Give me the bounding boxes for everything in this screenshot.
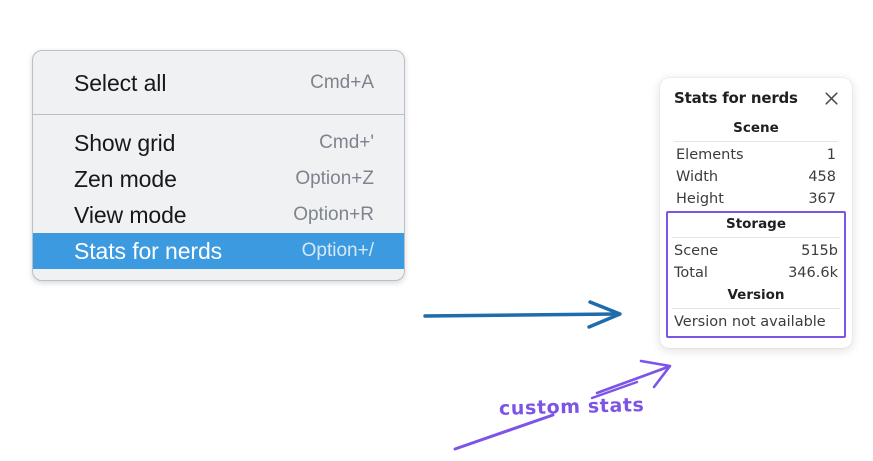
menu-item-view-mode[interactable]: View mode Option+R (33, 197, 404, 233)
blue-arrow (423, 300, 622, 329)
menu-item-label: Zen mode (74, 165, 177, 192)
menu-item-label: Select all (74, 69, 167, 96)
stats-row-key: Elements (676, 147, 744, 163)
menu-section-2: Show grid Cmd+' Zen mode Option+Z View m… (33, 115, 404, 280)
stats-group-rule (672, 308, 840, 309)
stats-group-rule (672, 237, 840, 238)
menu-item-shortcut: Option+Z (295, 168, 374, 189)
stats-group-scene: Scene Elements 1 Width 458 Height 367 (670, 117, 842, 210)
stats-row-key: Width (676, 169, 719, 185)
menu-item-shortcut: Option+/ (301, 240, 374, 261)
menu-item-select-all[interactable]: Select all Cmd+A (33, 65, 404, 101)
stats-group-custom-highlighted: Storage Scene 515b Total 346.6k Version … (666, 211, 846, 338)
close-icon[interactable] (822, 89, 840, 107)
stats-row-value: 1 (826, 147, 836, 163)
stats-for-nerds-panel: Stats for nerds Scene Elements 1 Width 4… (660, 78, 852, 348)
stats-row-version-note: Version not available (674, 314, 826, 330)
purple-arrow (595, 359, 672, 395)
stats-group-rule (674, 141, 838, 142)
menu-divider (33, 114, 404, 115)
menu-item-shortcut: Option+R (293, 204, 374, 225)
stats-panel-titlebar: Stats for nerds (670, 89, 842, 107)
stats-row-storage-total: Total 346.6k (672, 262, 840, 284)
stats-row-width: Width 458 (674, 166, 838, 188)
purple-underline (453, 413, 555, 451)
menu-item-zen-mode[interactable]: Zen mode Option+Z (33, 161, 404, 197)
stats-row-key: Scene (674, 243, 719, 259)
stats-row-elements: Elements 1 (674, 144, 838, 166)
stats-group-header: Scene (733, 120, 779, 136)
stats-row-storage-scene: Scene 515b (672, 240, 840, 262)
stats-row-value: 367 (808, 191, 836, 207)
stats-row-height: Height 367 (674, 188, 838, 210)
menu-section-1: Select all Cmd+A (33, 51, 404, 114)
stats-panel-title: Stats for nerds (674, 89, 798, 107)
stats-row-value: 515b (801, 243, 838, 259)
menu-item-show-grid[interactable]: Show grid Cmd+' (33, 125, 404, 161)
stats-row-key: Total (674, 265, 708, 281)
context-menu[interactable]: Select all Cmd+A Show grid Cmd+' Zen mod… (32, 50, 405, 281)
stats-row-key: Height (676, 191, 724, 207)
menu-item-label: Show grid (74, 129, 176, 156)
menu-item-shortcut: Cmd+A (310, 72, 374, 93)
menu-item-stats-for-nerds[interactable]: Stats for nerds Option+/ (33, 233, 404, 269)
stats-group-header: Storage (725, 216, 787, 232)
menu-item-label: Stats for nerds (74, 237, 223, 264)
stats-row-value: 458 (808, 169, 836, 185)
menu-item-label: View mode (74, 201, 187, 228)
stats-row-value: 346.6k (788, 265, 838, 281)
stats-group-header-version: Version (727, 287, 785, 303)
custom-stats-note: custom stats (498, 394, 645, 420)
menu-item-shortcut: Cmd+' (319, 132, 374, 153)
